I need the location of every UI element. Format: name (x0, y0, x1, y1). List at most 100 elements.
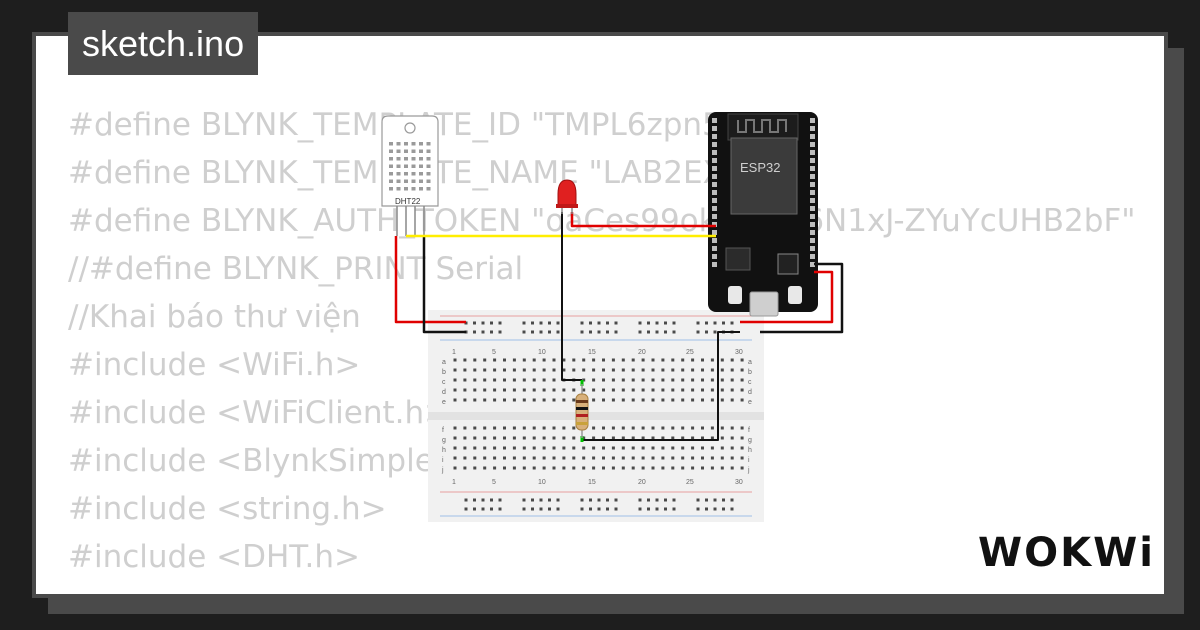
rail-hole (638, 507, 642, 511)
board-pin (712, 230, 717, 235)
voltage-regulator (725, 247, 751, 271)
rail-hole (539, 330, 543, 334)
breadboard-hole (522, 446, 526, 450)
rail-hole (539, 498, 543, 502)
breadboard-hole (552, 358, 556, 362)
board-pin (810, 198, 815, 203)
breadboard-hole (552, 388, 556, 392)
column-number: 1 (452, 349, 456, 356)
breadboard-hole (611, 378, 615, 382)
rail-hole (713, 321, 717, 325)
grille-slot (419, 142, 423, 146)
wire-black-sensor (422, 236, 466, 334)
wokwi-logo: WOKWi (978, 530, 1151, 576)
board-pin (810, 118, 815, 123)
row-letter: c (748, 379, 752, 386)
breadboard-hole (602, 446, 605, 450)
row-letter: a (442, 359, 446, 366)
breadboard-hole (691, 456, 695, 460)
breadboard-hole (611, 436, 615, 440)
board-pin (810, 126, 815, 131)
breadboard-hole (582, 466, 586, 470)
rail-hole (522, 330, 526, 334)
grille-slot (389, 157, 393, 161)
breadboard-hole (621, 446, 625, 450)
breadboard-hole (562, 466, 566, 470)
breadboard-hole (532, 466, 536, 470)
breadboard-hole (582, 456, 586, 460)
breadboard-hole (592, 436, 596, 440)
breadboard-hole (602, 398, 605, 402)
breadboard-hole (631, 446, 635, 450)
breadboard-hole (463, 378, 467, 382)
board-pin (810, 230, 815, 235)
rail-hole (722, 498, 725, 502)
breadboard-hole (493, 456, 497, 460)
breadboard-hole (661, 378, 665, 382)
row-letter: d (442, 389, 446, 396)
rail-hole (556, 498, 560, 502)
rail-hole (597, 321, 601, 325)
breadboard-hole (453, 388, 457, 392)
breadboard-hole (740, 436, 744, 440)
breadboard-hole (641, 426, 645, 430)
code-line: #include <DHT.h> (68, 539, 361, 575)
breadboard-hole (720, 398, 724, 402)
row-letter: i (748, 457, 750, 464)
column-number: 30 (735, 479, 743, 486)
breadboard-hole (730, 446, 734, 450)
rail-hole (664, 321, 667, 325)
rail-hole (664, 507, 667, 511)
wires (394, 212, 844, 442)
breadboard-hole (740, 378, 744, 382)
rail-hole (655, 321, 659, 325)
breadboard-hole (483, 456, 487, 460)
rail-hole (490, 498, 493, 502)
breadboard-hole (701, 398, 704, 402)
rail-hole (647, 498, 650, 502)
rail-hole (548, 498, 551, 502)
breadboard-hole (651, 446, 655, 450)
rail-hole (481, 507, 485, 511)
column-number: 20 (638, 349, 646, 356)
board-pin (712, 246, 717, 251)
breadboard-hole (572, 436, 576, 440)
breadboard-hole (641, 398, 645, 402)
code-line: #define BLYNK_AUTH_TOKEN "oaCes99okOE4G6… (68, 203, 1136, 239)
rail-hole (580, 507, 584, 511)
breadboard-hole (473, 388, 477, 392)
board-pin (810, 150, 815, 155)
wire-red-power (740, 270, 834, 324)
grille-slot (389, 172, 393, 176)
row-letter: c (442, 379, 446, 386)
rail-hole (589, 330, 592, 334)
breadboard-hole (691, 426, 695, 430)
rail-hole (647, 507, 650, 511)
breadboard-hole (710, 436, 714, 440)
grille-slot (426, 187, 431, 191)
resistor-band (576, 407, 588, 410)
board-pin (712, 166, 717, 171)
rail-hole (556, 507, 560, 511)
breadboard-hole (671, 368, 675, 372)
breadboard-hole (463, 368, 467, 372)
rail-hole (614, 330, 618, 334)
rail-hole (498, 330, 502, 334)
breadboard-hole (503, 466, 506, 470)
breadboard-hole (522, 436, 526, 440)
breadboard-hole (730, 398, 734, 402)
breadboard-hole (621, 358, 625, 362)
breadboard-hole (701, 466, 704, 470)
board-pin (810, 262, 815, 267)
rail-hole (597, 507, 601, 511)
breadboard-hole (592, 388, 596, 392)
rail-hole (522, 507, 526, 511)
breadboard-hole (562, 446, 566, 450)
breadboard-hole (453, 378, 457, 382)
breadboard-hole (503, 368, 506, 372)
red-led (556, 179, 578, 214)
antenna-trace (737, 119, 787, 133)
breadboard-hole (542, 378, 546, 382)
breadboard-hole (681, 466, 685, 470)
code-line: #include <string.h> (68, 491, 387, 527)
